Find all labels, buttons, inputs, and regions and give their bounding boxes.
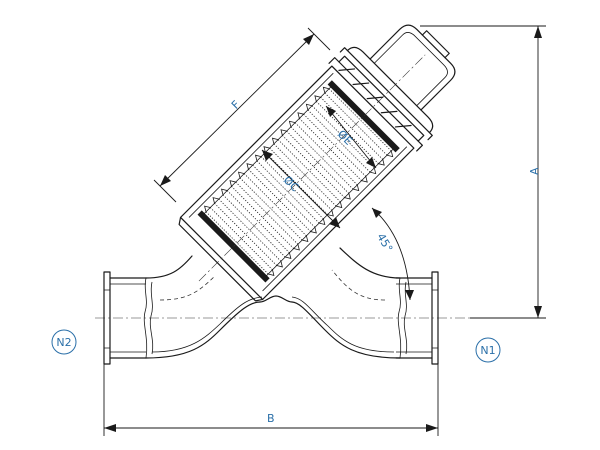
dimension-label-e: ØE [335, 128, 355, 148]
dimension-label-f: F [229, 98, 243, 112]
dimension-label-b: B [267, 412, 275, 425]
left-flange [103, 271, 154, 365]
nozzle-label-n2: N2 [56, 336, 71, 349]
nozzle-n1: N1 [475, 337, 501, 363]
dimension-f: F [153, 27, 331, 203]
screen-mesh [204, 86, 394, 276]
dimension-a: A [420, 25, 546, 319]
dimension-label-c: ØC [281, 174, 302, 195]
strainer-cap [328, 24, 456, 152]
dimension-label-a: A [528, 167, 541, 175]
right-flange [395, 271, 439, 365]
dimension-angle: 45° [371, 207, 414, 301]
strainer-housing [178, 24, 456, 302]
nozzle-n2: N2 [51, 329, 77, 355]
dimension-c: ØC [261, 149, 341, 229]
valve-body [145, 247, 401, 359]
dimension-label-angle: 45° [374, 231, 395, 254]
nozzle-label-n1: N1 [480, 344, 495, 357]
dimension-b: B [103, 364, 439, 436]
